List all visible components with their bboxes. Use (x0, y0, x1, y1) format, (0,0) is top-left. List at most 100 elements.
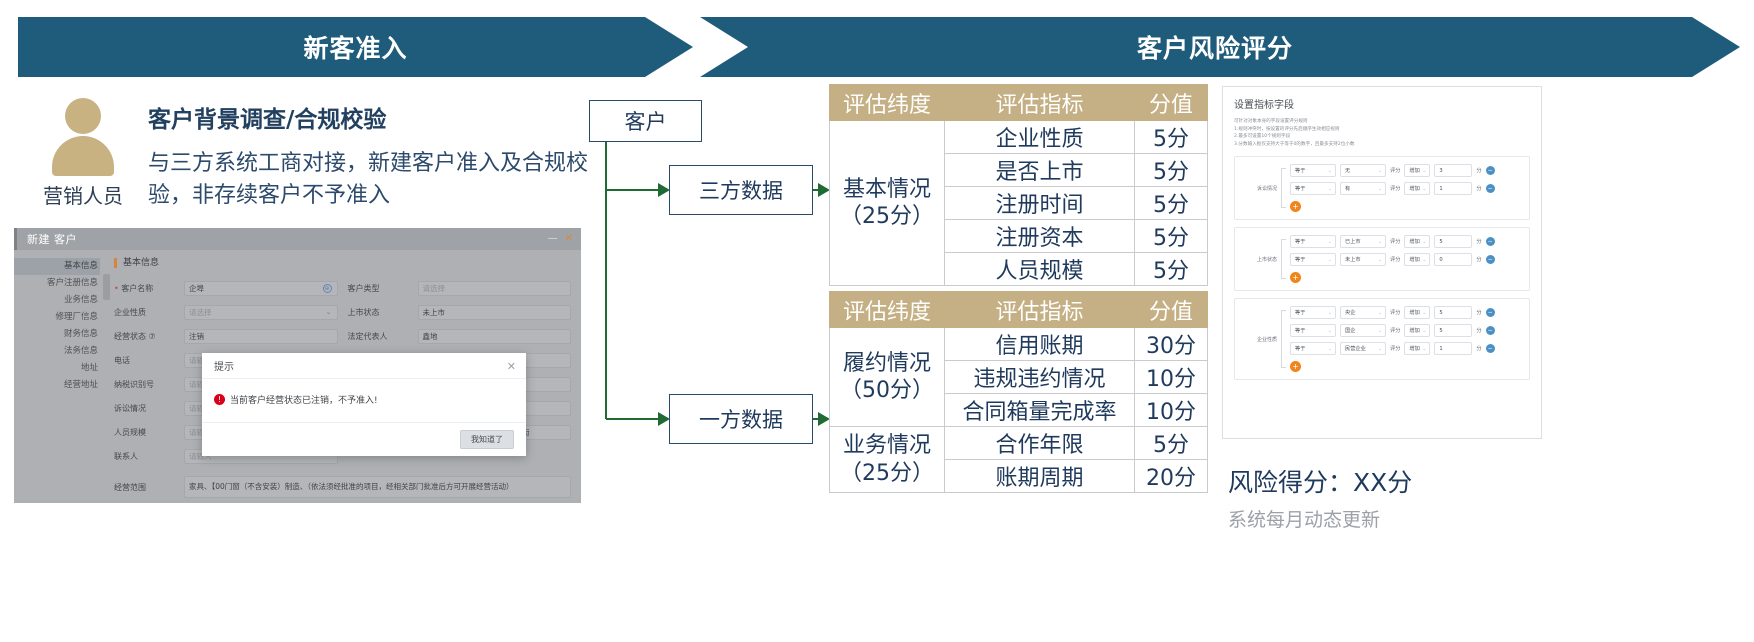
chevron-down-icon: ⌄ (1377, 345, 1382, 352)
dimension-line-2: （25分） (840, 460, 934, 486)
rule-row: 等于⌄ 无⌄ 评分 增加⌄ 3 分 − (1290, 164, 1523, 178)
rule-action-select[interactable]: 增加⌄ (1404, 324, 1431, 338)
rule-score-input[interactable]: 5 (1434, 306, 1473, 320)
field-input-listing-status[interactable]: 未上市 (417, 304, 571, 320)
column-header-indicator: 评估指标 (944, 291, 1135, 328)
plus-circle-icon[interactable]: + (1290, 361, 1301, 373)
rule-action-select[interactable]: 增加⌄ (1404, 235, 1431, 249)
rule-row: 等于⌄ 央企⌄ 评分 增加⌄ 5 分 − (1290, 306, 1523, 320)
chevron-down-icon: ⌄ (1422, 167, 1427, 174)
flow-node-third-party-data[interactable]: 三方数据 (669, 165, 813, 215)
rule-operator-select[interactable]: 等于⌄ (1290, 235, 1336, 249)
form-sidebar-item-3[interactable]: 修理厂信息 (55, 312, 98, 322)
rule-value-select[interactable]: 已上市⌄ (1340, 235, 1386, 249)
minus-circle-icon[interactable]: − (1485, 308, 1495, 318)
field-input-legal-rep[interactable]: 鑫地 (417, 328, 571, 344)
form-sidebar-item-0[interactable]: 基本信息 (14, 258, 100, 275)
rule-row: 等于⌄ 有⌄ 评分 增加⌄ 1 分 − (1290, 182, 1523, 196)
minimize-icon[interactable]: — (547, 233, 558, 244)
form-window-title: 新建 客户 (27, 233, 77, 246)
modal-confirm-button[interactable]: 我知道了 (460, 430, 514, 449)
close-icon[interactable]: ✕ (564, 233, 573, 244)
chevron-down-icon: ⌄ (1327, 345, 1332, 352)
form-sidebar-item-4[interactable]: 财务信息 (63, 329, 98, 339)
rule-score-input[interactable]: 5 (1434, 235, 1473, 249)
rule-operator-select[interactable]: 等于⌄ (1290, 342, 1336, 356)
rule-value-select[interactable]: 民营企业⌄ (1340, 342, 1386, 356)
sidebar-collapse-handle[interactable] (103, 274, 110, 300)
table-row: 履约情况 （50分） 信用账期 30分 (829, 327, 1208, 427)
modal-message: 当前客户经营状态已注销，不予准入! (230, 396, 378, 406)
rule-value-select[interactable]: 有⌄ (1340, 182, 1386, 196)
column-header-dimension: 评估纬度 (829, 291, 945, 328)
close-icon[interactable]: ✕ (506, 360, 516, 373)
rule-value-select[interactable]: 国企⌄ (1340, 324, 1386, 338)
minus-circle-icon[interactable]: − (1485, 166, 1495, 176)
minus-circle-icon[interactable]: − (1485, 237, 1495, 247)
flow-node-customer[interactable]: 客户 (589, 100, 702, 142)
new-customer-form-screenshot: 新建 客户 — ✕ 基本信息 客户注册信息 业务信息 修理厂信息 财务信息 法务… (14, 228, 581, 503)
chevron-down-icon: ⌄ (1327, 167, 1332, 174)
rule-score-input[interactable]: 3 (1434, 164, 1473, 178)
help-icon: ⑦ (148, 331, 156, 341)
dimension-line-2: （25分） (840, 204, 934, 229)
rule-operator-select[interactable]: 等于⌄ (1290, 324, 1336, 338)
rule-operator-select[interactable]: 等于⌄ (1290, 253, 1336, 267)
chevron-down-icon: ⌄ (1377, 327, 1382, 334)
rule-operator-select[interactable]: 等于⌄ (1290, 164, 1336, 178)
table-header-row: 评估纬度 评估指标 分值 (829, 291, 1208, 328)
rule-value-select[interactable]: 无⌄ (1340, 164, 1386, 178)
flow-node-first-party-data[interactable]: 一方数据 (669, 394, 813, 444)
rule-score-input[interactable]: 1 (1434, 182, 1473, 196)
minus-circle-icon[interactable]: − (1485, 344, 1495, 354)
form-main: 基本信息 • 客户名称 企埠⊕ 企业性质 请选择⌄ 经营状态 ⑦ 注销 (106, 250, 581, 503)
rule-action-select[interactable]: 增加⌄ (1404, 306, 1431, 320)
form-sidebar-item-5[interactable]: 法务信息 (63, 346, 98, 356)
chevron-down-icon: ⌄ (1422, 327, 1427, 334)
form-sidebar-item-6[interactable]: 地址 (80, 363, 98, 373)
rule-operator-select[interactable]: 等于⌄ (1290, 306, 1336, 320)
score-cell: 5分 (1134, 426, 1208, 460)
chevron-down-icon: ⌄ (1377, 238, 1382, 245)
form-sidebar-item-1[interactable]: 客户注册信息 (46, 278, 98, 288)
rule-group-litigation: 诉讼情况 等于⌄ 无⌄ 评分 增加⌄ 3 分 − 等于⌄ 有⌄ 评分 增加⌄ 1… (1234, 156, 1530, 221)
form-sidebar-item-7[interactable]: 经营地址 (63, 380, 98, 390)
rule-action-select[interactable]: 增加⌄ (1404, 182, 1431, 196)
form-sidebar-item-2[interactable]: 业务信息 (63, 295, 98, 305)
rule-score-input[interactable]: 5 (1434, 324, 1473, 338)
field-input-customer-type[interactable]: 请选择 (417, 280, 571, 296)
minus-circle-icon[interactable]: − (1485, 184, 1495, 194)
user-lookup-icon[interactable]: ⊕ (322, 283, 332, 293)
indicator-cell: 合同箱量完成率 (944, 393, 1135, 427)
chevron-down-icon: ⌄ (1327, 238, 1332, 245)
rule-score-prefix: 评分 (1390, 239, 1401, 246)
rule-action-select[interactable]: 增加⌄ (1404, 164, 1431, 178)
form-sidebar: 基本信息 客户注册信息 业务信息 修理厂信息 财务信息 法务信息 地址 经营地址 (14, 250, 110, 503)
field-input-enterprise-nature[interactable]: 请选择⌄ (184, 304, 338, 320)
modal-title: 提示 (214, 362, 234, 373)
rule-value-select[interactable]: 央企⌄ (1340, 306, 1386, 320)
field-label: 人员规模 (114, 427, 146, 437)
plus-circle-icon[interactable]: + (1290, 272, 1301, 284)
plus-circle-icon[interactable]: + (1290, 201, 1301, 213)
dimension-cell-basic: 基本情况 （25分） (829, 120, 945, 286)
indicator-cell: 合作年限 (944, 426, 1135, 460)
panel-note-0: 可针对对象本身的字段设置评分规则 (1234, 119, 1308, 124)
rule-operator-select[interactable]: 等于⌄ (1290, 182, 1336, 196)
stage-banner-risk-score-label: 客户风险评分 (1136, 35, 1293, 63)
rule-action-select[interactable]: 增加⌄ (1404, 253, 1431, 267)
field-input-customer-name[interactable]: 企埠⊕ (184, 280, 338, 296)
indicator-cell: 注册时间 (944, 186, 1135, 220)
rule-action-select[interactable]: 增加⌄ (1404, 342, 1431, 356)
minus-circle-icon[interactable]: − (1485, 255, 1495, 265)
rule-score-input[interactable]: 1 (1434, 342, 1473, 356)
rule-score-input[interactable]: 0 (1434, 253, 1473, 267)
chevron-down-icon[interactable]: ⌄ (325, 308, 332, 316)
field-input-operating-status[interactable]: 注销 (184, 328, 338, 344)
minus-circle-icon[interactable]: − (1485, 326, 1495, 336)
dimension-line-1: 业务情况 (842, 433, 931, 458)
rule-value-select[interactable]: 未上市⌄ (1340, 253, 1386, 267)
form-field-row: 客户类型 请选择 (348, 276, 571, 300)
rule-add-row: + (1290, 271, 1523, 284)
field-input-business-scope[interactable]: 家具、【00门窗（不含安装）制造、（依法须经批准的项目，经相关部门批准后方可开展… (184, 476, 571, 498)
